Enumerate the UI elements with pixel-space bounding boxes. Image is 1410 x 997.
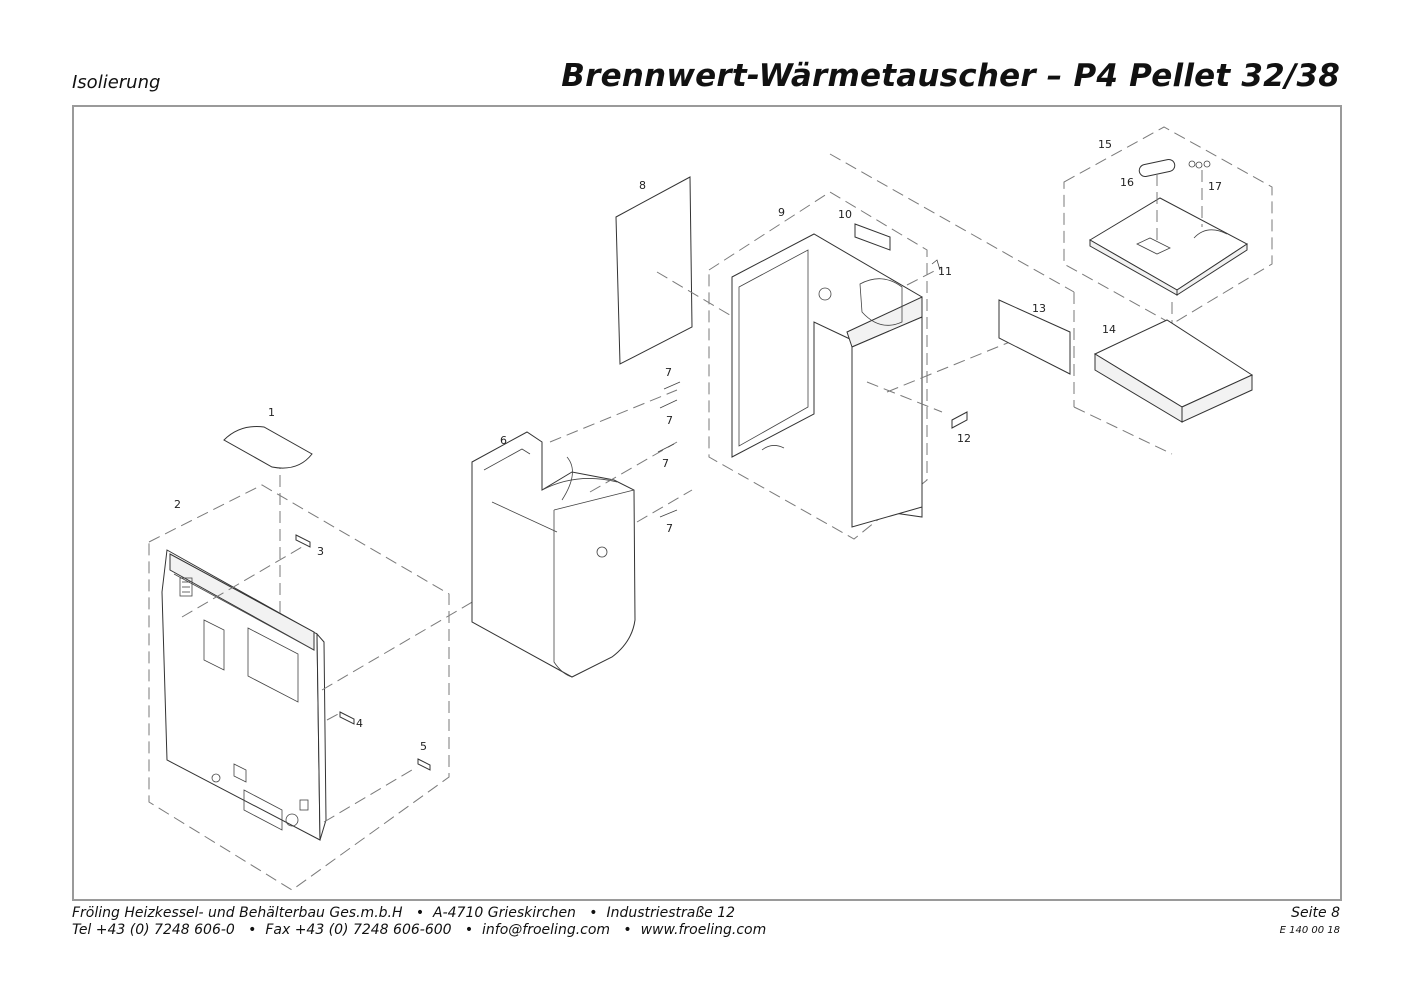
part-4-clip: [339, 711, 355, 725]
label-part-4: 4: [356, 717, 363, 730]
label-part-6: 6: [500, 434, 507, 447]
label-part-7b: 7: [666, 414, 673, 427]
page-title: Brennwert-Wärmetauscher – P4 Pellet 32/3…: [561, 58, 1340, 94]
part-9-frame: [708, 191, 1028, 540]
label-part-1: 1: [268, 406, 275, 419]
part-13-panel: [998, 299, 1071, 375]
exploded-view-diagram: 1 2 3 4 5 6 7 7 7 7 8 9 10 11 12 13 14 1…: [148, 126, 1273, 891]
part-11-clip: [931, 259, 941, 271]
label-part-14: 14: [1102, 323, 1116, 336]
label-part-8: 8: [639, 179, 646, 192]
part-8-panel: [615, 176, 768, 365]
exploded-view-frame: 1 2 3 4 5 6 7 7 7 7 8 9 10 11 12 13 14 1…: [72, 105, 1342, 901]
label-part-13: 13: [1032, 302, 1046, 315]
part-1-cover: [223, 426, 313, 469]
part-6-shell: [471, 431, 636, 678]
label-part-9: 9: [778, 206, 785, 219]
part-15-top-assembly: [1063, 126, 1273, 364]
label-part-5: 5: [420, 740, 427, 753]
label-part-3: 3: [317, 545, 324, 558]
label-part-7a: 7: [665, 366, 672, 379]
label-part-16: 16: [1120, 176, 1134, 189]
part-12-clip: [951, 411, 968, 429]
label-part-17: 17: [1208, 180, 1222, 193]
part-17-screws: [1188, 160, 1211, 169]
part-16-grommet: [1138, 159, 1176, 177]
label-part-7c: 7: [662, 457, 669, 470]
part-10-plate: [854, 223, 891, 251]
part-3-clip: [295, 534, 311, 548]
label-part-10: 10: [838, 208, 852, 221]
footer-contact-line: Tel +43 (0) 7248 606-0 • Fax +43 (0) 724…: [72, 922, 767, 938]
label-part-2: 2: [174, 498, 181, 511]
part-2-front-panel: [148, 484, 450, 891]
footer-company-line: Fröling Heizkessel- und Behälterbau Ges.…: [72, 905, 736, 921]
label-part-7d: 7: [666, 522, 673, 535]
document-code: E 140 00 18: [1279, 925, 1340, 936]
part-5-clip: [417, 758, 431, 771]
part-14-block: [1093, 319, 1254, 423]
label-part-15: 15: [1098, 138, 1112, 151]
page-number: Seite 8: [1291, 905, 1340, 921]
part-number-labels: 1 2 3 4 5 6 7 7 7 7 8 9 10 11 12 13 14 1…: [174, 138, 1222, 753]
part-7-screws: [549, 381, 693, 523]
label-part-12: 12: [957, 432, 971, 445]
section-label: Isolierung: [72, 72, 161, 93]
label-part-11: 11: [938, 265, 952, 278]
